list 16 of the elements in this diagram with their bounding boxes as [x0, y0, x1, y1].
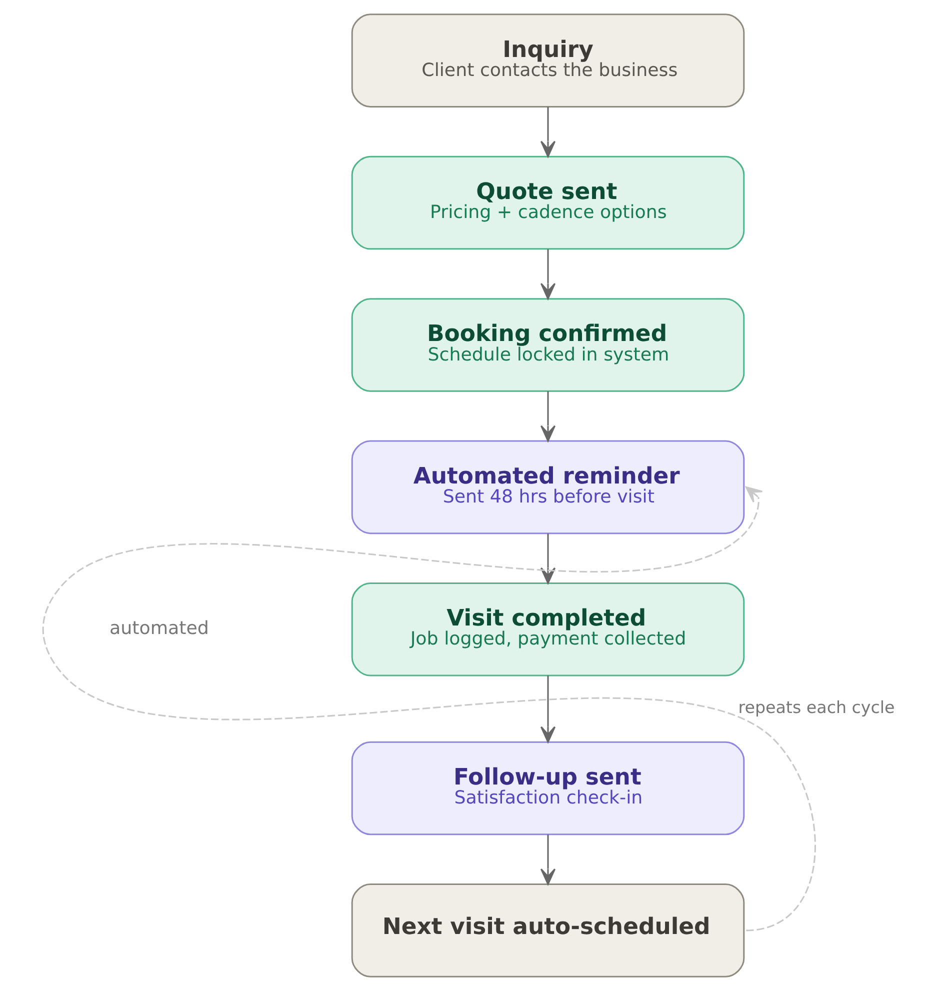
arrow	[540, 106, 556, 158]
node-box: Quote sent Pricing + cadence options	[350, 156, 744, 250]
arrow	[540, 834, 556, 885]
node-box: Visit completed Job logged, payment collected	[350, 582, 744, 676]
arrow	[540, 391, 556, 442]
node-box: Inquiry Client contacts the business	[350, 14, 744, 108]
edge-label: repeats each cycle	[738, 698, 894, 718]
node-box: Next visit auto-scheduled	[350, 884, 744, 978]
node-box: Follow-up sent Satisfaction check-in	[350, 741, 744, 836]
arrow	[42, 486, 815, 932]
arrow	[540, 249, 556, 300]
arrow	[540, 534, 556, 584]
arrow	[540, 676, 556, 743]
node-box: Booking confirmed Schedule locked in system	[350, 298, 744, 392]
label: automated	[109, 618, 208, 640]
node-box: Automated reminder Sent 48 hrs before visit	[350, 440, 744, 534]
